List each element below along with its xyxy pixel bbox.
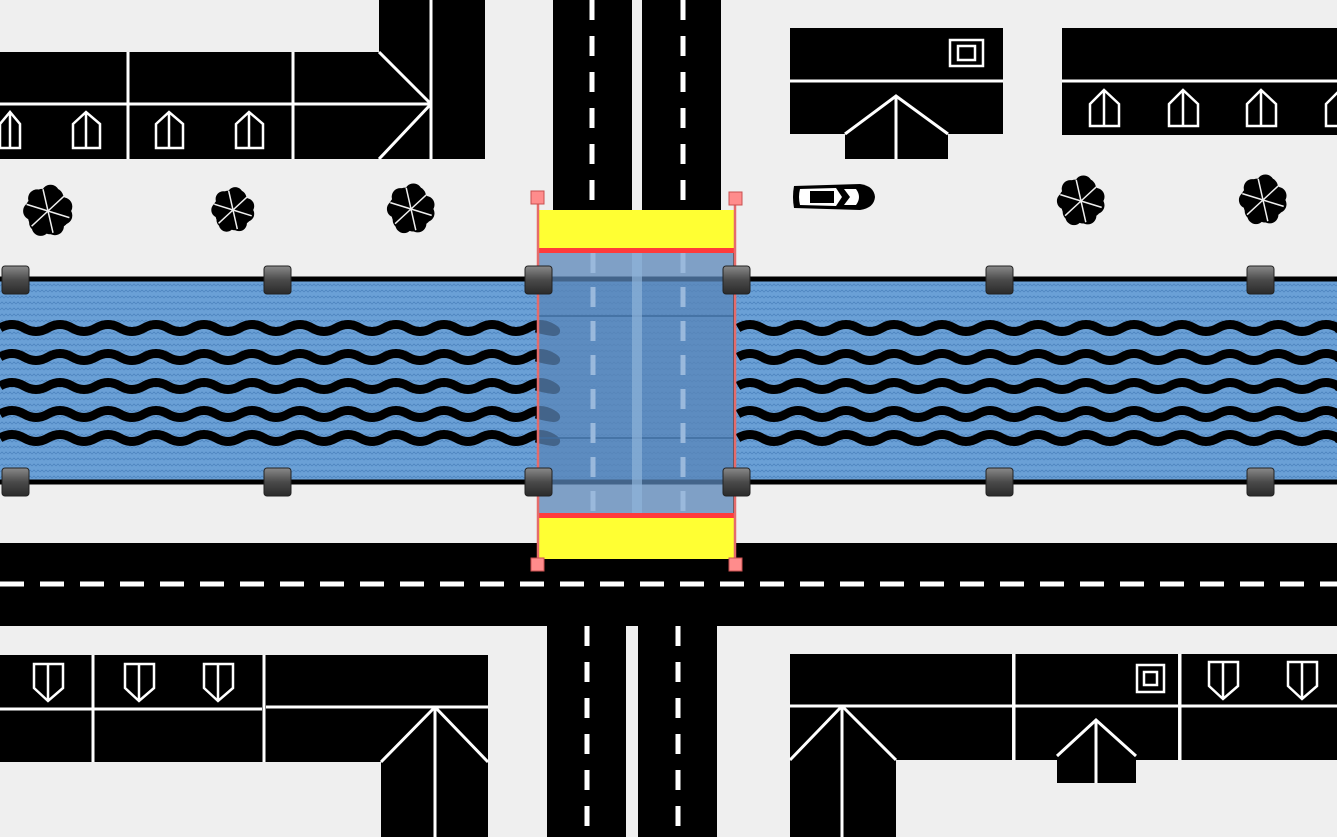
anchor-handle[interactable] xyxy=(1,467,30,497)
building-top-left-corner[interactable] xyxy=(291,0,485,161)
building-bottom-right[interactable] xyxy=(1178,654,1337,760)
wave-line xyxy=(0,378,1337,394)
anchor-handle[interactable] xyxy=(263,467,292,497)
anchor-handle[interactable] xyxy=(722,467,751,497)
selection-frame xyxy=(536,198,737,565)
building-top-center[interactable] xyxy=(790,28,1003,159)
door-icon xyxy=(1207,660,1319,701)
building-bottom-left[interactable] xyxy=(0,655,490,837)
building-top-right[interactable] xyxy=(1062,28,1337,135)
wave-line xyxy=(0,430,1337,446)
bridge[interactable] xyxy=(537,210,735,559)
anchor-handle[interactable] xyxy=(524,467,553,497)
anchor-handle[interactable] xyxy=(722,265,751,295)
resize-handle-top-left[interactable] xyxy=(530,190,545,205)
anchor-handle[interactable] xyxy=(1,265,30,295)
anchor-handle[interactable] xyxy=(263,265,292,295)
anchor-handle[interactable] xyxy=(524,265,553,295)
anchor-handle[interactable] xyxy=(1246,265,1275,295)
door-icon xyxy=(1088,88,1337,128)
resize-handle-bottom-right[interactable] xyxy=(728,557,743,572)
building-bottom-right-center[interactable] xyxy=(1012,654,1178,783)
tree-icon[interactable] xyxy=(386,183,435,234)
building-top-left-row[interactable] xyxy=(0,52,293,159)
anchor-handle[interactable] xyxy=(985,467,1014,497)
tree-icon[interactable] xyxy=(1238,174,1287,225)
tree-icon[interactable] xyxy=(23,184,73,236)
resize-handle-bottom-left[interactable] xyxy=(530,557,545,572)
trees[interactable] xyxy=(23,174,1287,236)
tree-icon[interactable] xyxy=(1056,175,1105,226)
selection-handles[interactable] xyxy=(530,190,743,572)
building-bottom-right-corner[interactable] xyxy=(788,654,1012,837)
river-waves xyxy=(0,320,1337,446)
road-vertical-bottom[interactable] xyxy=(547,626,717,837)
anchor-handle[interactable] xyxy=(985,265,1014,295)
road-vertical-top[interactable] xyxy=(553,0,721,210)
wave-line xyxy=(0,406,1337,422)
tree-icon[interactable] xyxy=(211,187,255,232)
car[interactable] xyxy=(793,184,875,210)
anchor-handle[interactable] xyxy=(1246,467,1275,497)
wave-line xyxy=(0,320,1337,336)
river-anchor-handles[interactable] xyxy=(1,265,1275,497)
chimney-icon xyxy=(1135,663,1166,694)
resize-handle-top-right[interactable] xyxy=(728,191,743,206)
door-icon xyxy=(0,110,265,150)
door-icon xyxy=(32,662,235,703)
chimney-icon xyxy=(948,38,985,68)
wave-line xyxy=(0,349,1337,365)
